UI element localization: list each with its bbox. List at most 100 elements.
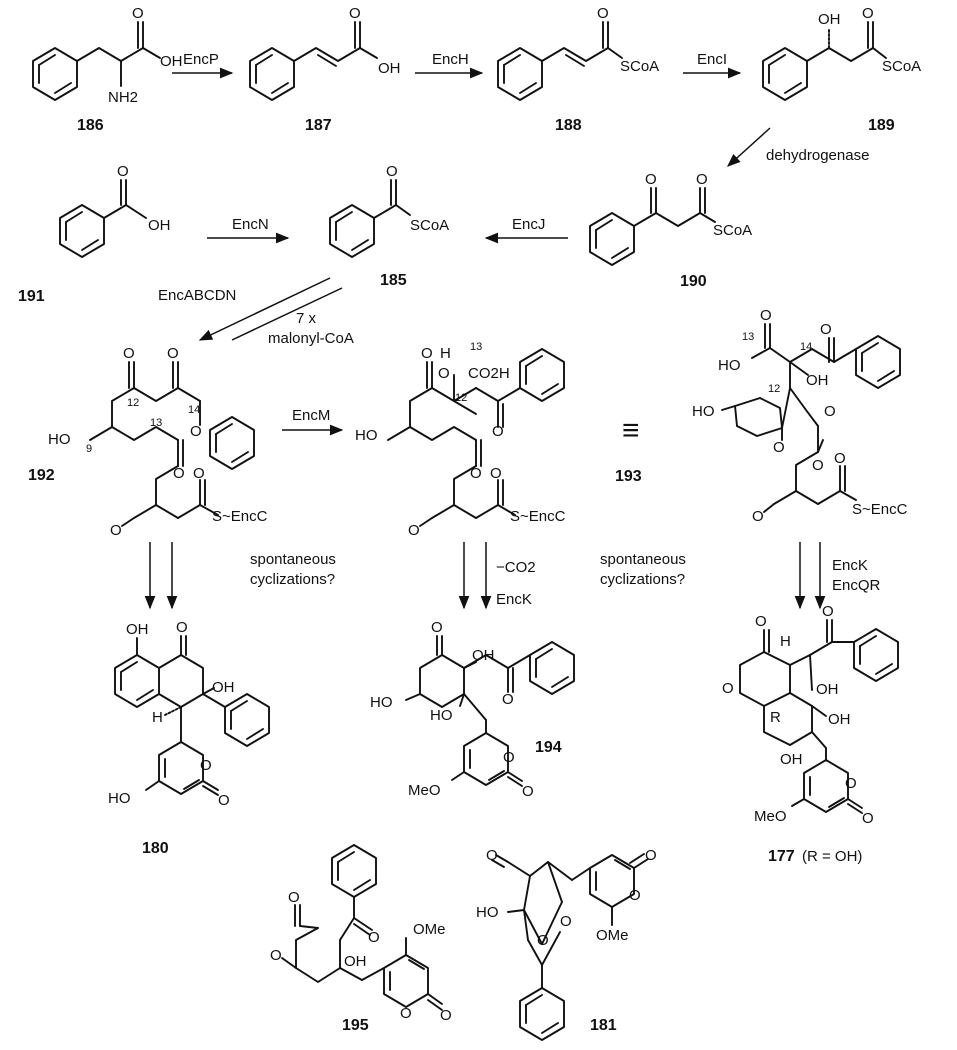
atom-o: O: [440, 1007, 452, 1024]
atom-o: O: [218, 792, 230, 809]
atom-s-encc: S~EncC: [510, 508, 566, 525]
compound-193-open: O H O CO2H O O O O HO S~EncC 13 12: [355, 341, 566, 539]
compound-label-195: 195: [342, 1017, 369, 1034]
atom-oh: OH: [816, 681, 839, 698]
atom-ho: HO: [48, 431, 71, 448]
atom-ho: HO: [108, 790, 131, 807]
note-spontaneous-1: spontaneous: [250, 551, 336, 568]
locant-14: 14: [188, 404, 200, 416]
enzyme-enck: EncK: [496, 591, 532, 608]
atom-o: O: [431, 619, 443, 636]
atom-o: O: [386, 163, 398, 180]
atom-oh: OH: [344, 953, 367, 970]
atom-o: O: [421, 345, 433, 362]
atom-o: O: [755, 613, 767, 630]
atom-o: O: [368, 929, 380, 946]
compound-label-180: 180: [142, 840, 169, 857]
compound-189: OH O SCoA 189: [762, 5, 921, 134]
atom-ho: HO: [476, 904, 499, 921]
enzyme-ench: EncH: [432, 51, 469, 68]
note-cyclizations-2: cyclizations?: [600, 571, 685, 588]
atom-scoa: SCoA: [882, 58, 921, 75]
compound-label-193: 193: [615, 468, 642, 485]
atom-o: O: [400, 1005, 412, 1022]
locant-14: 14: [800, 341, 812, 353]
atom-o: O: [492, 423, 504, 440]
atom-scoa: SCoA: [620, 58, 659, 75]
note-cyclizations-1: cyclizations?: [250, 571, 335, 588]
atom-o: O: [597, 5, 609, 22]
atom-ho: HO: [430, 707, 453, 724]
atom-o: O: [522, 783, 534, 800]
compound-195: O O O OH OMe O O 195: [270, 844, 452, 1034]
label-malonyl-coa: malonyl-CoA: [268, 330, 354, 347]
locant-13: 13: [150, 417, 162, 429]
locant-13: 13: [470, 341, 482, 353]
compound-label-189: 189: [868, 117, 895, 134]
enzyme-encm: EncM: [292, 407, 330, 424]
atom-o: O: [560, 913, 572, 930]
atom-o: O: [629, 887, 641, 904]
compound-label-185: 185: [380, 272, 407, 289]
locant-9: 9: [86, 443, 92, 455]
atom-o: O: [820, 321, 832, 338]
compound-label-186: 186: [77, 117, 104, 134]
compound-note-177: (R = OH): [802, 848, 862, 865]
atom-o: O: [200, 757, 212, 774]
atom-oh: OH: [472, 647, 495, 664]
compound-186: O OH NH2 186: [32, 5, 183, 134]
atom-ho: HO: [692, 403, 715, 420]
compound-190: O O SCoA 190: [589, 171, 752, 290]
atom-ome: OMe: [596, 927, 629, 944]
atom-oh: OH: [806, 372, 829, 389]
atom-o: O: [193, 465, 205, 482]
atom-oh: OH: [780, 751, 803, 768]
atom-o: O: [132, 5, 144, 22]
atom-o: O: [696, 171, 708, 188]
enzyme-enci: EncI: [697, 51, 727, 68]
compound-185: O SCoA 185: [329, 163, 449, 289]
atom-o: O: [862, 5, 874, 22]
equivalence-sign: ≡: [622, 414, 640, 447]
atom-scoa: SCoA: [410, 217, 449, 234]
compound-180: OH O OH H O O HO 180: [108, 619, 270, 857]
atom-o: O: [537, 932, 549, 949]
locant-13: 13: [742, 331, 754, 343]
atom-o: O: [167, 345, 179, 362]
enzyme-encp: EncP: [183, 51, 219, 68]
atom-o: O: [760, 307, 772, 324]
atom-o: O: [486, 847, 498, 864]
atom-co2h: CO2H: [468, 365, 510, 382]
note-spontaneous-2: spontaneous: [600, 551, 686, 568]
atom-o: O: [645, 847, 657, 864]
enzyme-minus-co2: −CO2: [496, 559, 536, 576]
atom-h: H: [440, 345, 451, 362]
compound-label-188: 188: [555, 117, 582, 134]
compound-187: O OH 187: [249, 5, 401, 134]
compound-label-187: 187: [305, 117, 332, 134]
atom-o: O: [502, 691, 514, 708]
atom-o: O: [349, 5, 361, 22]
atom-h: H: [780, 633, 791, 650]
atom-o: O: [645, 171, 657, 188]
enzyme-enck-2: EncK: [832, 557, 868, 574]
atom-o: O: [752, 508, 764, 525]
atom-oh: OH: [828, 711, 851, 728]
atom-nh2: NH2: [108, 89, 138, 106]
compound-177: O H O O OH R OH OH O O MeO 177 (R = OH): [722, 603, 899, 865]
atom-r: R: [770, 709, 781, 726]
atom-oh: OH: [378, 60, 401, 77]
atom-meo: MeO: [408, 782, 441, 799]
atom-ho: HO: [718, 357, 741, 374]
compound-label-190: 190: [680, 273, 707, 290]
atom-o: O: [176, 619, 188, 636]
compound-label-177: 177: [768, 848, 795, 865]
compound-193-folded: O O HO OH HO O O O O O S~EncC 13 14 12: [692, 307, 908, 525]
atom-s-encc: S~EncC: [852, 501, 908, 518]
atom-o: O: [822, 603, 834, 620]
atom-o: O: [845, 775, 857, 792]
label-7x: 7 x: [296, 310, 317, 327]
atom-oh: OH: [160, 53, 183, 70]
enzyme-encj: EncJ: [512, 216, 545, 233]
